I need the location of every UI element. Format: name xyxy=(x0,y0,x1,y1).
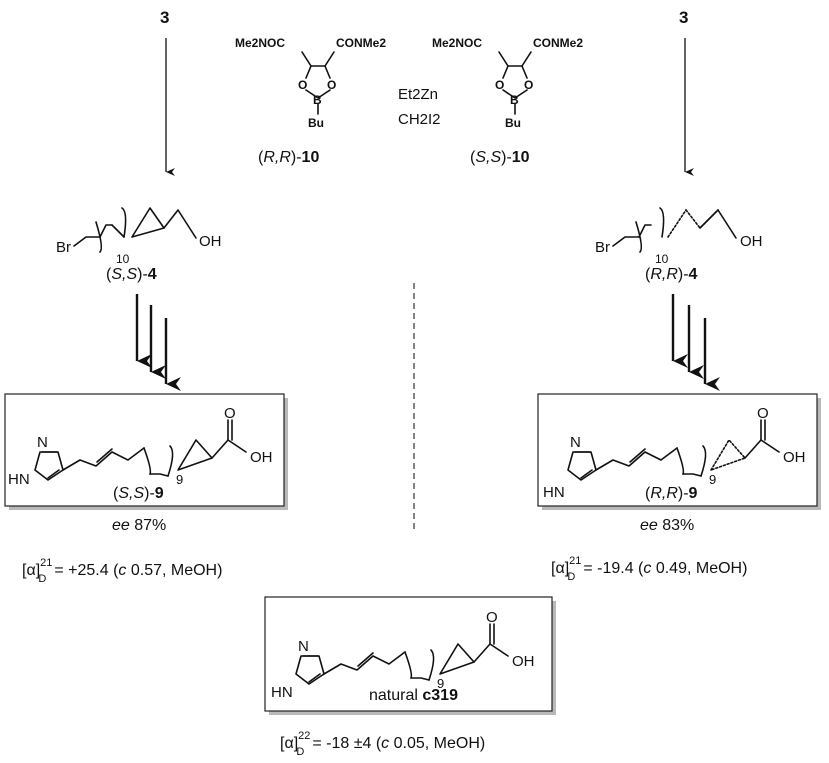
product-ss-ee: ee 87% xyxy=(112,517,166,534)
intermediate-ss-repeat: 10 xyxy=(116,252,130,266)
product-ss-label: (S,S)-9 xyxy=(113,485,164,502)
natural-c319-box: N HN 9 O OH natural c319 xyxy=(264,596,556,715)
product-rr-o: O xyxy=(757,405,769,422)
intermediate-rr-oh: OH xyxy=(740,233,763,250)
intermediate-ss-label: (S,S)-4 xyxy=(106,266,157,283)
ligand-ss-label: (S,S)-10 xyxy=(470,149,530,166)
intermediate-rr-label: (R,R)-4 xyxy=(645,266,698,283)
product-ss-oh: OH xyxy=(250,449,273,466)
product-ss-n: N xyxy=(37,434,48,451)
ligand-rr-ester-right: CONMe2 xyxy=(336,36,386,50)
ligand-rr-boron: B xyxy=(313,93,322,107)
product-ss-o: O xyxy=(224,405,236,422)
product-rr-label: (R,R)-9 xyxy=(645,485,698,502)
intermediate-rr-4: Br 10 OH (R,R)-4 xyxy=(595,207,763,283)
ligand-ss-boron: B xyxy=(510,93,519,107)
ligand-rr-o-left: O xyxy=(298,78,307,92)
ligand-ss-o-right: O xyxy=(524,78,533,92)
product-ss-9-box: N HN 9 O OH (S,S)-9 xyxy=(4,393,288,510)
product-rr-repeat: 9 xyxy=(709,472,716,487)
intermediate-ss-oh: OH xyxy=(199,233,222,250)
ligand-ss-10: Me2NOC CONMe2 O O B Bu (S,S)-10 xyxy=(432,36,583,166)
ligand-rr-ester-left: Me2NOC xyxy=(235,36,285,50)
ligand-rr-o-right: O xyxy=(327,78,336,92)
natural-n: N xyxy=(298,638,309,655)
product-rr-9-box: N HN 9 O OH (R,R)-9 xyxy=(537,393,821,510)
multistep-arrows-left xyxy=(135,294,181,391)
intermediate-ss-br: Br xyxy=(56,239,71,256)
intermediate-ss-4: Br 10 OH (S,S)-4 xyxy=(56,207,222,283)
product-rr-hn: HN xyxy=(543,484,565,501)
compound-3-right-label: 3 xyxy=(679,8,688,27)
ligand-ss-ester-right: CONMe2 xyxy=(533,36,583,50)
product-rr-oh: OH xyxy=(783,449,806,466)
ligand-rr-label: (R,R)-10 xyxy=(258,149,319,166)
reagent-et2zn: Et2Zn xyxy=(398,86,438,103)
natural-oh: OH xyxy=(512,653,535,670)
natural-label: natural c319 xyxy=(369,687,458,704)
product-rr-ee: ee 83% xyxy=(640,517,694,534)
reagent-ch2i2: CH2I2 xyxy=(398,111,441,128)
natural-hn: HN xyxy=(271,684,293,701)
intermediate-rr-repeat: 10 xyxy=(655,252,669,266)
natural-repeat: 9 xyxy=(437,676,444,691)
ligand-rr-10: Me2NOC CONMe2 O O B Bu (R,R)-10 xyxy=(235,36,386,166)
compound-3-left-label: 3 xyxy=(160,8,169,27)
ligand-ss-ester-left: Me2NOC xyxy=(432,36,482,50)
product-ss-repeat: 9 xyxy=(176,472,183,487)
product-rr-n: N xyxy=(570,434,581,451)
ligand-ss-butyl: Bu xyxy=(505,116,521,130)
product-ss-hn: HN xyxy=(8,471,30,488)
intermediate-rr-br: Br xyxy=(595,239,610,256)
multistep-arrows-right xyxy=(671,294,720,391)
natural-o: O xyxy=(486,609,498,626)
ligand-rr-butyl: Bu xyxy=(308,116,324,130)
ligand-ss-o-left: O xyxy=(495,78,504,92)
